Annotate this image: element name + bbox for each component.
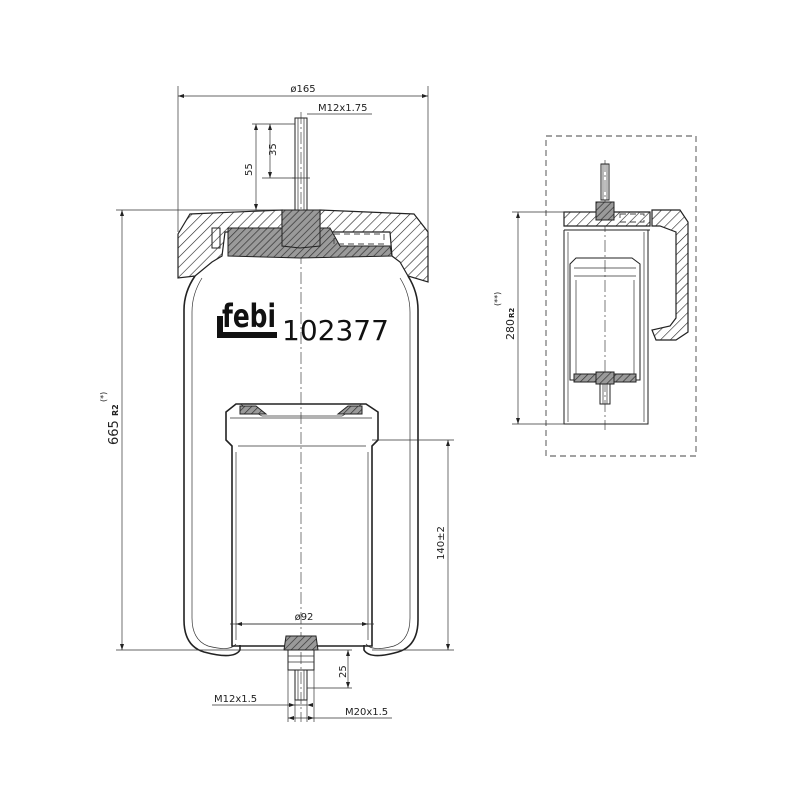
dim-280-note: (**)	[493, 292, 502, 306]
dim-280-label: 280	[504, 319, 517, 340]
dim-25-label: 25	[338, 665, 349, 678]
dim-bottom-threads: M12x1.5 M20x1.5	[212, 670, 392, 722]
dim-140-label: 140±2	[436, 526, 447, 560]
dim-665-suffix: R2	[111, 404, 120, 416]
dim-piston-diameter: ø92	[236, 612, 368, 626]
dim-top-thread: M12x1.75	[307, 103, 372, 115]
piston	[225, 403, 379, 647]
dim-55-label: 55	[244, 163, 255, 176]
dim-665-label: 665	[107, 420, 122, 445]
febi-logo: febi	[217, 297, 277, 338]
dim-stud-heights: 55 35	[244, 123, 295, 210]
dim-m12-label: M12x1.5	[214, 694, 257, 705]
dim-665-note: (*)	[99, 392, 108, 402]
dim-m20-label: M20x1.5	[345, 707, 388, 718]
dim-top-diameter-label: ø165	[290, 84, 315, 95]
top-pocket	[333, 233, 385, 245]
dim-top-diameter: ø165	[177, 84, 429, 232]
top-boss	[281, 209, 321, 249]
dim-overall-height: 665 R2 (*)	[99, 209, 284, 651]
dim-top-thread-label: M12x1.75	[318, 103, 368, 114]
main-view: ø165 M12x1.75 55 35 665 R2 (*)	[99, 84, 454, 722]
compressed-view: 280 R2 (**)	[493, 135, 697, 457]
dim-35-label: 35	[268, 143, 279, 156]
logo-text: febi	[222, 297, 276, 335]
dim-bottom-stud: 25	[307, 649, 352, 689]
dim-piston-diameter-label: ø92	[295, 612, 314, 623]
part-number: 102377	[282, 314, 389, 347]
dim-piston-height: 140±2	[372, 439, 454, 651]
compressed-view-frame	[545, 135, 697, 457]
bellows	[183, 275, 241, 657]
top-left-stub	[211, 227, 221, 249]
dim-280-suffix: R2	[508, 308, 516, 318]
top-stud	[294, 117, 308, 211]
